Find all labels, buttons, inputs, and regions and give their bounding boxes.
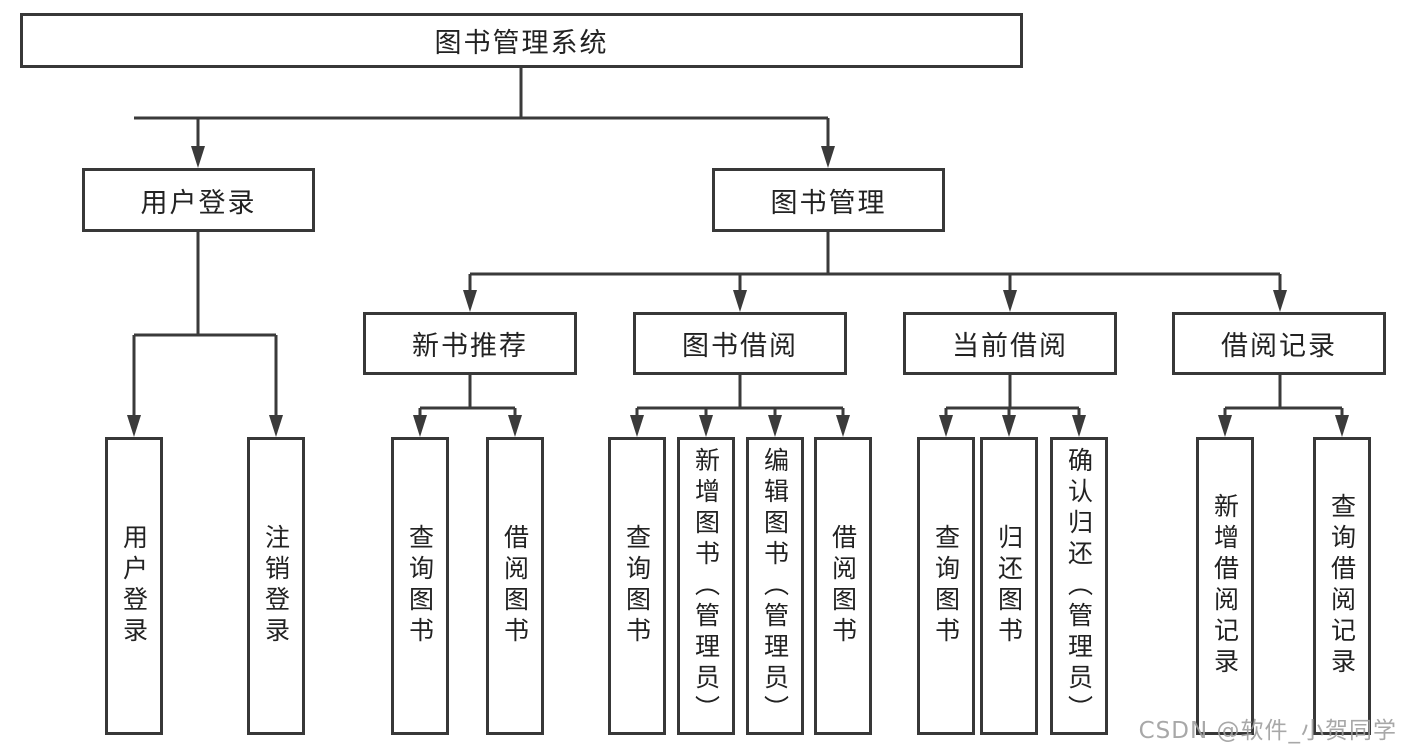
leaf-label: 借阅图书 (828, 524, 858, 648)
node-current-borrowing: 当前借阅 (903, 312, 1117, 375)
leaf-label: 新增图书（管理员） (691, 446, 721, 726)
node-label: 当前借阅 (952, 331, 1068, 362)
leaf-label: 编辑图书（管理员） (760, 446, 790, 726)
leaf-cb-return-books: 归还图书 (980, 437, 1038, 735)
leaf-bb-edit-books-admin: 编辑图书（管理员） (746, 437, 804, 735)
node-label: 用户登录 (140, 187, 257, 219)
leaf-br-query-record: 查询借阅记录 (1313, 437, 1371, 735)
leaf-label: 注销登录 (261, 524, 291, 648)
leaf-br-add-record: 新增借阅记录 (1196, 437, 1254, 735)
node-new-book-recommend: 新书推荐 (363, 312, 577, 375)
leaf-label: 查询图书 (931, 524, 961, 648)
leaf-cb-query-books: 查询图书 (917, 437, 975, 735)
leaf-label: 归还图书 (994, 524, 1024, 648)
node-label: 图书借阅 (682, 331, 798, 362)
leaf-cb-confirm-return-admin: 确认归还（管理员） (1050, 437, 1108, 735)
node-label: 新书推荐 (412, 331, 528, 362)
node-book-management: 图书管理 (712, 168, 945, 232)
node-label: 借阅记录 (1221, 331, 1337, 362)
leaf-label: 查询图书 (405, 524, 435, 648)
leaf-label: 确认归还（管理员） (1064, 446, 1094, 726)
leaf-label: 查询借阅记录 (1327, 493, 1357, 679)
node-label: 图书管理系统 (434, 28, 609, 59)
node-book-management-system: 图书管理系统 (20, 13, 1023, 68)
leaf-logout: 注销登录 (247, 437, 305, 735)
leaf-bb-borrow-books: 借阅图书 (814, 437, 872, 735)
leaf-bb-query-books: 查询图书 (608, 437, 666, 735)
leaf-label: 借阅图书 (500, 524, 530, 648)
leaf-bb-add-books-admin: 新增图书（管理员） (677, 437, 735, 735)
leaf-label: 新增借阅记录 (1210, 493, 1240, 679)
leaf-label: 查询图书 (622, 524, 652, 648)
leaf-label: 用户登录 (119, 524, 149, 648)
node-user-login: 用户登录 (82, 168, 315, 232)
node-book-borrowing: 图书借阅 (633, 312, 847, 375)
csdn-watermark: CSDN @软件_小贺同学 (1138, 718, 1397, 744)
node-borrowing-records: 借阅记录 (1172, 312, 1386, 375)
leaf-nb-query-books: 查询图书 (391, 437, 449, 735)
node-label: 图书管理 (770, 187, 887, 219)
leaf-user-login: 用户登录 (105, 437, 163, 735)
leaf-nb-borrow-books: 借阅图书 (486, 437, 544, 735)
